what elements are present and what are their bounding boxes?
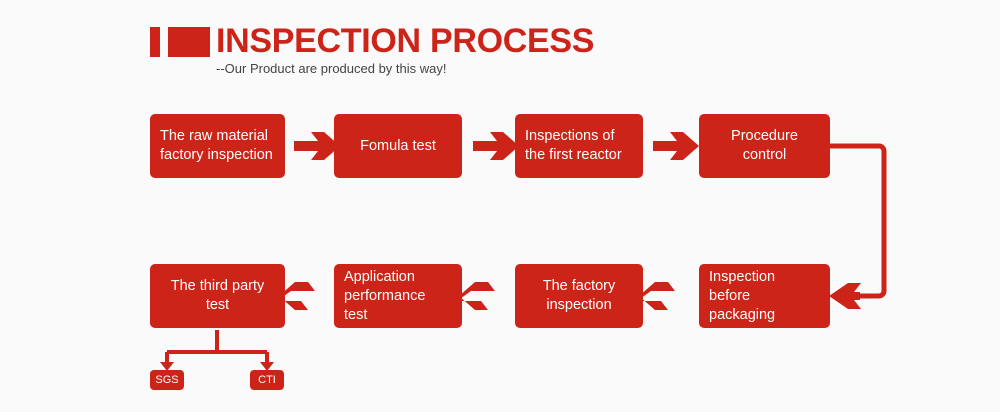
node-label: Inspections of the first reactor <box>525 128 622 163</box>
arrow-left-wrap <box>829 283 861 309</box>
page-subtitle: --Our Product are produced by this way! <box>216 61 447 76</box>
node-label: Inspection before packaging <box>709 268 776 323</box>
node-third-party-test[interactable]: The third party test <box>150 264 285 328</box>
arrow-left-2 <box>457 282 495 310</box>
chip-label: SGS <box>155 374 179 386</box>
node-formula-test[interactable]: Fomula test <box>334 114 462 178</box>
node-first-reactor-inspection[interactable]: Inspections of the first reactor <box>515 114 643 178</box>
node-label: The factory inspection <box>542 278 616 313</box>
node-label: Fomula test <box>360 137 436 154</box>
node-procedure-control[interactable]: Procedure control <box>699 114 830 178</box>
node-inspection-before-packaging[interactable]: Inspection before packaging <box>699 264 830 328</box>
node-label: Application performance test <box>344 268 426 323</box>
arrow-right-2 <box>473 132 519 160</box>
chip-label: CTI <box>258 374 276 386</box>
header-accent-bar-large <box>168 27 210 57</box>
node-application-performance-test[interactable]: Application performance test <box>334 264 462 328</box>
node-label: The raw material factory inspection <box>160 128 273 163</box>
node-label: The third party test <box>170 278 265 313</box>
page-title: INSPECTION PROCESS <box>216 22 595 60</box>
chip-cti[interactable]: CTI <box>250 370 284 390</box>
connector-wrap-right <box>830 143 887 299</box>
chip-sgs[interactable]: SGS <box>150 370 184 390</box>
node-factory-inspection[interactable]: The factory inspection <box>515 264 643 328</box>
arrow-right-3 <box>653 132 699 160</box>
node-label: Procedure control <box>731 128 798 163</box>
node-raw-material-inspection[interactable]: The raw material factory inspection <box>150 114 285 178</box>
header-accent-bar-small <box>150 27 160 57</box>
